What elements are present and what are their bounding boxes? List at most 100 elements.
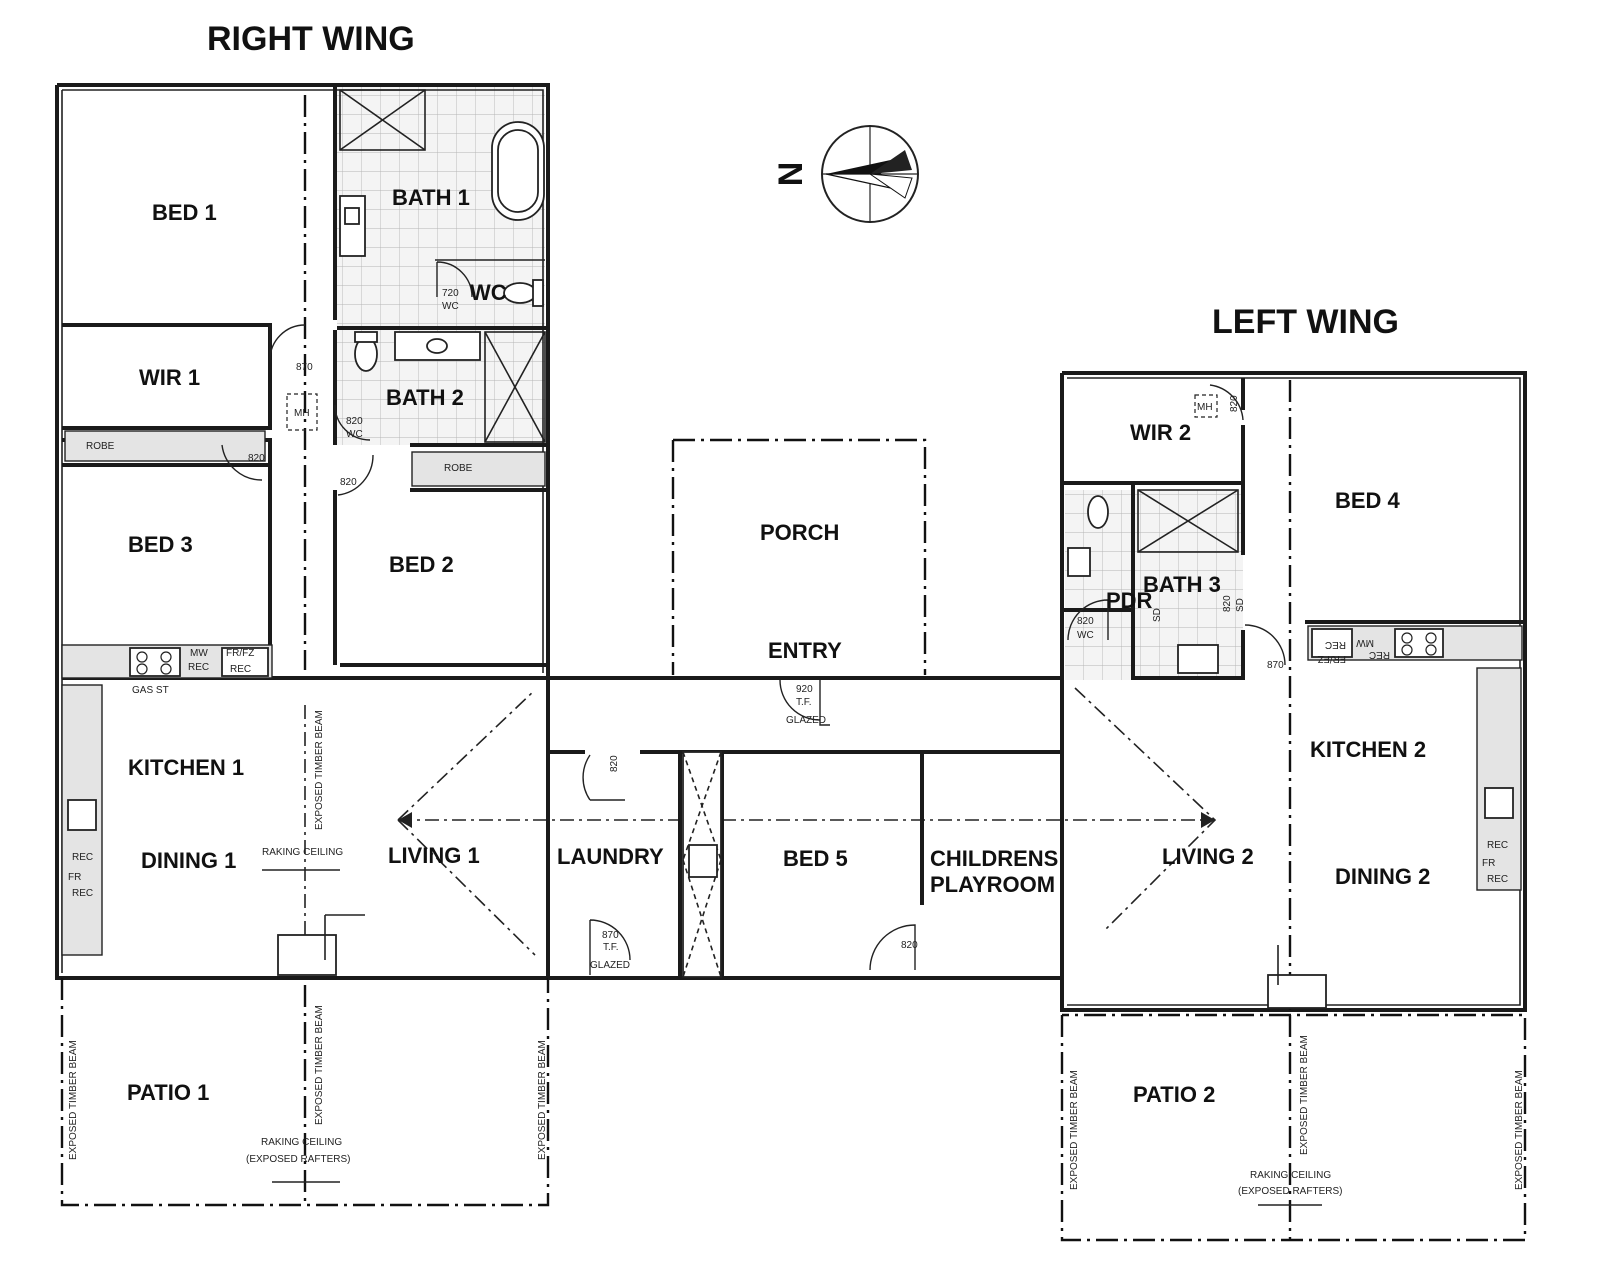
- room-bed1: BED 1: [152, 200, 217, 225]
- room-dining2: DINING 2: [1335, 864, 1430, 889]
- pdr-wc-label: WC: [1077, 630, 1094, 641]
- p1-beam-b-label: EXPOSED TIMBER BEAM: [314, 1005, 325, 1125]
- door-820-wc-sublabel: WC: [346, 429, 363, 440]
- door-820-wc: [334, 404, 371, 441]
- basin-3: [1177, 644, 1219, 674]
- fridge-recess-1: [221, 647, 269, 677]
- room-dining1: DINING 1: [141, 848, 236, 873]
- shower-2: [484, 331, 546, 443]
- p2-beam-c-label: EXPOSED TIMBER BEAM: [1514, 1070, 1525, 1190]
- right-wing-title: RIGHT WING: [207, 20, 415, 58]
- room-wc1: WC: [470, 280, 507, 305]
- north-label: N: [772, 162, 810, 187]
- fireplace-2: [1267, 974, 1327, 1009]
- laundry-tub: [688, 844, 718, 878]
- door-820-bed3: [221, 444, 263, 481]
- p2-beam-a-label: EXPOSED TIMBER BEAM: [1069, 1070, 1080, 1190]
- door-870-bed4: [1244, 624, 1286, 666]
- toilet-1: [503, 282, 537, 304]
- mw2-rec-label: REC: [1369, 649, 1390, 660]
- door-820-wc-label: 820: [346, 416, 363, 427]
- door-870-laundry: [589, 919, 631, 975]
- door-820-wir2: [1209, 384, 1244, 421]
- room-childrens-playroom-line1: CHILDRENS: [930, 846, 1058, 871]
- door-820-pdr: [1067, 599, 1109, 641]
- manhole-label: MH: [294, 408, 310, 419]
- door-870: [269, 324, 306, 361]
- sink-1: [67, 799, 97, 831]
- kitchen2-side-bench: [1476, 667, 1522, 891]
- door-720-wc-label: WC: [442, 301, 459, 312]
- robe2-label: ROBE: [444, 463, 473, 474]
- door-920-tf-label: T.F.: [796, 697, 812, 708]
- door-820-bed3-label: 820: [248, 453, 265, 464]
- room-bed3: BED 3: [128, 532, 193, 557]
- fireplace-1: [277, 934, 337, 976]
- door-820-bath3-label: 820: [1222, 595, 1233, 612]
- p1-beam-c-label: EXPOSED TIMBER BEAM: [537, 1040, 548, 1160]
- robe1-label: ROBE: [86, 441, 115, 452]
- manhole-2-label: MH: [1197, 402, 1213, 413]
- door-870-laundry-label: 870: [602, 930, 619, 941]
- room-bath1: BATH 1: [392, 185, 470, 210]
- door-820-laundry-label: 820: [609, 755, 620, 772]
- door-820-playroom-label: 820: [901, 940, 918, 951]
- room-entry: ENTRY: [768, 638, 842, 663]
- door-820-playroom: [869, 924, 916, 971]
- door-870-hall-label: 870: [296, 362, 313, 373]
- mw2-label: MW: [1356, 637, 1374, 648]
- k2-fr-label: FR: [1482, 858, 1495, 869]
- right-wing: [55, 83, 1215, 1207]
- mw1-label: MW: [190, 648, 208, 659]
- room-bath2: BATH 2: [386, 385, 464, 410]
- raking-ceiling-p2-label: RAKING CEILING: [1250, 1170, 1331, 1181]
- door-820-wir2-label: 820: [1229, 395, 1240, 412]
- k1-rec2-label: REC: [72, 888, 93, 899]
- shower-3: [1137, 489, 1239, 553]
- frfz2-label: FR/FZ: [1318, 653, 1346, 664]
- door-720: [436, 261, 473, 298]
- p1-beam-a-label: EXPOSED TIMBER BEAM: [68, 1040, 79, 1160]
- k1-rec-label: REC: [72, 852, 93, 863]
- sd2-label: SD: [1235, 598, 1246, 612]
- shower-1: [339, 89, 426, 151]
- room-living1: LIVING 1: [388, 843, 480, 868]
- toilet-3: [1087, 495, 1109, 529]
- door-720-label: 720: [442, 288, 459, 299]
- gas-stove-label: GAS ST: [132, 685, 169, 696]
- gas-stove-1: [129, 647, 181, 677]
- frfz2-rec-label: REC: [1325, 639, 1346, 650]
- k2-rec2-label: REC: [1487, 874, 1508, 885]
- door-870-bed4-label: 870: [1267, 660, 1284, 671]
- k1-fr-label: FR: [68, 872, 81, 883]
- door-820-bed2: [337, 454, 374, 496]
- sd1-label: SD: [1152, 608, 1163, 622]
- room-bed4: BED 4: [1335, 488, 1401, 513]
- raking-ceiling-p2-sublabel: (EXPOSED RAFTERS): [1238, 1186, 1342, 1197]
- room-patio2: PATIO 2: [1133, 1082, 1215, 1107]
- room-bed5: BED 5: [783, 846, 848, 871]
- door-870-glazed-label: GLAZED: [590, 960, 630, 971]
- left-wing-title: LEFT WING: [1212, 303, 1399, 341]
- vanity-1: [339, 195, 366, 257]
- raking-ceiling-1-label: RAKING CEILING: [262, 847, 343, 858]
- room-patio1: PATIO 1: [127, 1080, 209, 1105]
- k2-rec-label: REC: [1487, 840, 1508, 851]
- room-wir2: WIR 2: [1130, 420, 1191, 445]
- raking-ceiling-p1-label: RAKING CEILING: [261, 1137, 342, 1148]
- room-wir1: WIR 1: [139, 365, 200, 390]
- manhole-1: [286, 393, 318, 431]
- room-childrens-playroom-line2: PLAYROOM: [930, 872, 1055, 897]
- vanity-3: [1067, 547, 1091, 577]
- north-arrow-icon: N: [772, 125, 919, 223]
- door-820-laundry: [582, 754, 625, 801]
- room-bed2: BED 2: [389, 552, 454, 577]
- door-820-pdr-label: 820: [1077, 616, 1094, 627]
- door-870-tf-label: T.F.: [603, 942, 619, 953]
- door-920-glazed-label: GLAZED: [786, 715, 826, 726]
- door-920-entry: [779, 679, 830, 726]
- manhole-2: [1194, 394, 1218, 418]
- sink-2: [1484, 787, 1514, 819]
- room-kitchen2: KITCHEN 2: [1310, 737, 1426, 762]
